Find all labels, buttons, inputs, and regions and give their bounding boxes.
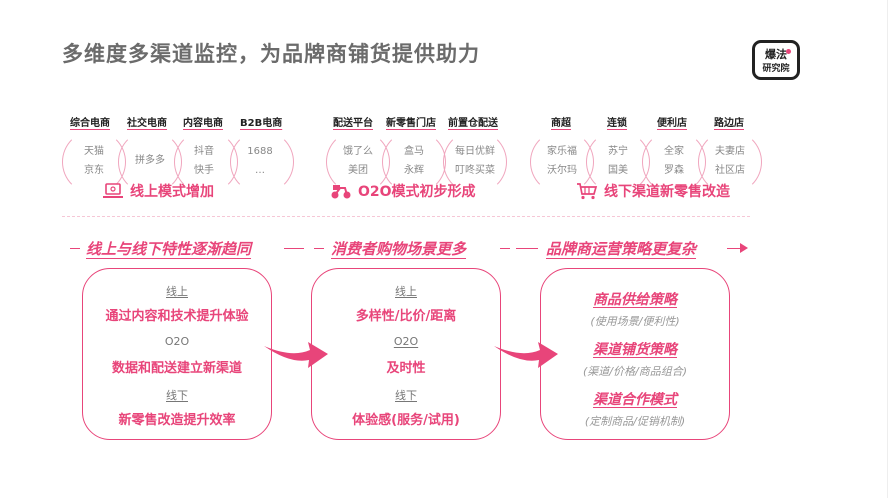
- channel-name: 天猫: [84, 146, 104, 157]
- channel-name: 沃尔玛: [547, 165, 577, 176]
- channel-name: 全家: [664, 146, 684, 157]
- divider: [62, 216, 750, 217]
- section-title-convergence: 线上与线下特性逐渐趋同: [86, 240, 252, 258]
- channel-list: 盒马 永辉: [390, 142, 438, 180]
- convergence-card: 线上 通过内容和技术提升体验 O2O 数据和配送建立新渠道 线下 新零售改造提升…: [82, 268, 272, 440]
- strategy-detail: (渠道/价格/商品组合): [583, 365, 687, 378]
- arc-decoration: [698, 130, 762, 194]
- dash-decoration: [500, 248, 510, 249]
- strategy-title: 渠道合作模式: [593, 392, 677, 408]
- channel-list: 抖音 快手: [184, 142, 224, 180]
- dash-decoration: [516, 248, 538, 249]
- channel-name: 每日优鲜: [455, 146, 495, 157]
- arc-decoration: [443, 130, 507, 194]
- channel-list: 1688 …: [240, 142, 280, 180]
- category-chain-store: 连锁: [607, 118, 627, 129]
- channel-name: 家乐福: [547, 146, 577, 157]
- shopping-cart-icon: [577, 183, 598, 200]
- strategy-title: 商品供给策略: [593, 292, 677, 308]
- category-roadside-store: 路边店: [714, 118, 744, 129]
- channel-name: 夫妻店: [715, 146, 745, 157]
- row-text: 及时性: [386, 361, 426, 376]
- strategy-detail: (定制商品/促销机制): [584, 415, 686, 428]
- channel-name: 苏宁: [608, 146, 628, 157]
- channel-list: 苏宁 国美: [598, 142, 638, 180]
- channel-list: 家乐福 沃尔玛: [538, 142, 586, 180]
- category-new-retail-store: 新零售门店: [386, 118, 436, 129]
- laptop-icon: [103, 183, 123, 198]
- row-text: 体验感(服务/试用): [352, 413, 460, 428]
- dash-decoration: [727, 248, 741, 249]
- category-content-ecommerce: 内容电商: [183, 118, 223, 129]
- category-front-warehouse: 前置仓配送: [448, 118, 498, 129]
- channel-name: 美团: [348, 165, 368, 176]
- offline-mode-text: 线下渠道新零售改造: [604, 184, 730, 200]
- category-supermarket: 商超: [551, 118, 571, 129]
- dash-decoration: [70, 248, 80, 249]
- channel-list: 天猫 京东: [74, 142, 114, 180]
- page-title: 多维度多渠道监控，为品牌商铺货提供助力: [62, 42, 480, 66]
- flow-arrow-icon: [494, 342, 558, 368]
- channel-name: …: [255, 165, 265, 176]
- logo-line2: 研究院: [762, 64, 790, 74]
- online-mode-text: 线上模式增加: [130, 184, 214, 200]
- arrow-right-icon: [740, 243, 748, 253]
- row-label: 线上: [395, 285, 417, 298]
- section-title-scenarios: 消费者购物场景更多: [331, 240, 467, 258]
- channel-name: 快手: [194, 165, 214, 176]
- row-text: 数据和配送建立新渠道: [111, 361, 242, 376]
- channel-name: 罗森: [664, 165, 684, 176]
- row-label: 线下: [395, 389, 417, 402]
- channel-list: 每日优鲜 叮咚买菜: [447, 142, 503, 180]
- flow-arrow-icon: [264, 342, 328, 368]
- strategy-detail: (使用场景/便利性): [590, 315, 680, 328]
- channel-name: 国美: [608, 165, 628, 176]
- row-label: O2O: [393, 335, 419, 348]
- channel-list: 夫妻店 社区店: [706, 142, 754, 180]
- logo-dot: [786, 49, 791, 54]
- strategy-card: 商品供给策略 (使用场景/便利性) 渠道铺货策略 (渠道/价格/商品组合) 渠道…: [540, 268, 730, 440]
- channel-name: 永辉: [404, 165, 424, 176]
- channel-name: 京东: [84, 165, 104, 176]
- row-text: 新零售改造提升效率: [118, 413, 236, 428]
- dash-decoration: [284, 248, 304, 249]
- channel-list: 拼多多: [130, 151, 170, 170]
- channel-name: 饿了么: [343, 146, 373, 157]
- row-text: 通过内容和技术提升体验: [105, 309, 249, 324]
- category-convenience-store: 便利店: [657, 118, 687, 129]
- o2o-mode-label: O2O模式初步形成: [330, 181, 476, 201]
- category-delivery-platform: 配送平台: [333, 118, 373, 129]
- strategy-title: 渠道铺货策略: [593, 342, 677, 358]
- category-b2b-ecommerce: B2B电商: [240, 118, 283, 129]
- logo-line1: 爆法: [765, 48, 787, 61]
- dash-decoration: [314, 248, 324, 249]
- scenarios-card: 线上 多样性/比价/距离 O2O 及时性 线下 体验感(服务/试用): [311, 268, 501, 440]
- channel-list: 全家 罗森: [654, 142, 694, 180]
- channel-name: 拼多多: [135, 155, 165, 166]
- channel-name: 1688: [247, 146, 273, 157]
- section-title-strategy: 品牌商运营策略更复杂: [546, 240, 697, 258]
- brand-logo: 爆法 研究院: [752, 40, 800, 80]
- channel-name: 叮咚买菜: [455, 165, 495, 176]
- online-mode-label: 线上模式增加: [102, 181, 214, 201]
- offline-mode-label: 线下渠道新零售改造: [576, 181, 730, 201]
- channel-list: 饿了么 美团: [334, 142, 382, 180]
- channel-name: 社区店: [715, 165, 745, 176]
- arc-decoration: [230, 130, 294, 194]
- o2o-mode-text: O2O模式初步形成: [358, 184, 476, 200]
- row-label: 线上: [166, 285, 188, 298]
- row-text: 多样性/比价/距离: [355, 309, 457, 324]
- category-comprehensive-ecommerce: 综合电商: [70, 118, 110, 129]
- channel-name: 抖音: [194, 146, 214, 157]
- row-label: O2O: [164, 335, 190, 348]
- scooter-icon: [331, 185, 351, 199]
- category-social-ecommerce: 社交电商: [127, 118, 167, 129]
- row-label: 线下: [166, 389, 188, 402]
- channel-name: 盒马: [404, 146, 424, 157]
